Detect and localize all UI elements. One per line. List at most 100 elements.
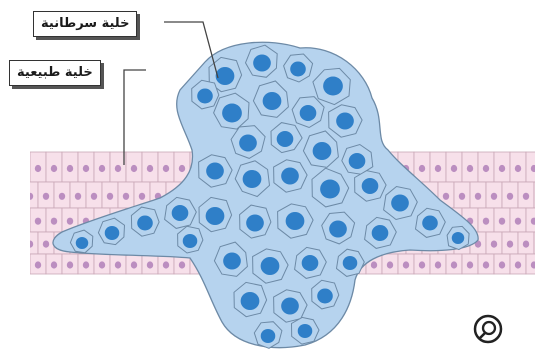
normal-cell-nucleus xyxy=(99,261,105,268)
normal-cell-leader-line xyxy=(124,70,146,165)
cancer-cell-nucleus xyxy=(197,89,213,104)
normal-cell-nucleus xyxy=(435,261,441,268)
cancer-cell-nucleus xyxy=(263,92,282,110)
cancer-cell-nucleus xyxy=(320,180,340,199)
normal-cell-nucleus xyxy=(147,165,153,172)
cancer-cell-nucleus xyxy=(336,113,354,130)
normal-cell-nucleus xyxy=(51,261,57,268)
normal-cell-nucleus xyxy=(139,193,145,200)
normal-cell-nucleus xyxy=(387,261,393,268)
cancer-cell-nucleus xyxy=(246,215,264,232)
normal-cell-nucleus xyxy=(147,261,153,268)
normal-cell-nucleus xyxy=(475,193,481,200)
normal-cell-nucleus xyxy=(51,218,57,225)
cancer-cell-nucleus xyxy=(241,292,260,310)
cancer-cell-nucleus xyxy=(302,255,319,271)
normal-cell-nucleus xyxy=(115,165,121,172)
cancer-cell-nucleus xyxy=(206,163,224,180)
normal-cell-nucleus xyxy=(451,165,457,172)
normal-cell-nucleus xyxy=(499,165,505,172)
normal-cell-nucleus xyxy=(515,261,521,268)
normal-cell-nucleus xyxy=(419,261,425,268)
cancer-cell-nucleus xyxy=(76,237,88,249)
cancer-cell-nucleus xyxy=(372,225,389,241)
normal-cell-nucleus xyxy=(403,261,409,268)
cancer-cell-nucleus xyxy=(183,234,198,248)
normal-cell-nucleus xyxy=(491,241,497,248)
normal-cell-nucleus xyxy=(107,193,113,200)
normal-cell-nucleus xyxy=(435,165,441,172)
normal-cell-nucleus xyxy=(67,261,73,268)
normal-cell-nucleus xyxy=(51,165,57,172)
cancer-cell-nucleus xyxy=(261,329,276,343)
cancer-cell-nucleus xyxy=(222,104,242,123)
cancer-cell-nucleus xyxy=(422,216,438,231)
normal-cell-nucleus xyxy=(43,241,49,248)
cancer-cell-nucleus xyxy=(261,257,280,275)
cancer-cell-label: خلية سرطانية xyxy=(33,11,137,37)
normal-cell-nucleus xyxy=(75,193,81,200)
normal-cell-nucleus xyxy=(27,193,33,200)
normal-cell-nucleus xyxy=(451,261,457,268)
normal-cell-nucleus xyxy=(83,261,89,268)
normal-cell-nucleus xyxy=(27,241,33,248)
magnifier-icon xyxy=(475,316,501,342)
cancer-cell-nucleus xyxy=(239,135,257,152)
normal-cell-nucleus xyxy=(499,218,505,225)
normal-cell-nucleus xyxy=(43,193,49,200)
normal-cell-nucleus xyxy=(163,165,169,172)
normal-cell-nucleus xyxy=(99,165,105,172)
normal-cell-nucleus xyxy=(163,261,169,268)
normal-cell-nucleus xyxy=(67,165,73,172)
normal-cell-nucleus xyxy=(467,165,473,172)
cancer-cell-nucleus xyxy=(105,226,120,240)
cancer-cell-nucleus xyxy=(349,153,366,169)
normal-cell-nucleus xyxy=(523,241,529,248)
normal-cell-nucleus xyxy=(179,261,185,268)
normal-cell-label: خلية طبيعية xyxy=(9,60,101,86)
normal-cell-nucleus xyxy=(131,165,137,172)
cancer-cell-nucleus xyxy=(137,216,153,231)
normal-cell-nucleus xyxy=(483,261,489,268)
normal-cell-nucleus xyxy=(443,193,449,200)
cancer-cell-nucleus xyxy=(253,55,271,72)
normal-cell-nucleus xyxy=(523,193,529,200)
cancer-cell-nucleus xyxy=(329,221,347,238)
normal-cell-nucleus xyxy=(419,165,425,172)
normal-cell-nucleus xyxy=(91,193,97,200)
cancer-cell-nucleus xyxy=(452,232,464,244)
cancer-cell-nucleus xyxy=(343,256,358,270)
cancer-cell-nucleus xyxy=(281,298,299,315)
cancer-cell-nucleus xyxy=(290,62,306,77)
normal-cell-nucleus xyxy=(35,165,41,172)
normal-cell-nucleus xyxy=(483,165,489,172)
cancer-cell-nucleus xyxy=(216,67,235,85)
cancer-cell-nucleus xyxy=(362,178,379,194)
cancer-cell-nucleus xyxy=(172,205,189,221)
normal-cell-nucleus xyxy=(123,193,129,200)
cancer-cell-nucleus xyxy=(223,253,241,270)
cancer-cell-nucleus xyxy=(317,289,333,304)
normal-cell-nucleus xyxy=(179,165,185,172)
normal-cell-nucleus xyxy=(459,193,465,200)
normal-cell-nucleus xyxy=(483,218,489,225)
cancer-cell-nucleus xyxy=(298,324,313,338)
normal-cell-nucleus xyxy=(467,261,473,268)
normal-cell-nucleus xyxy=(131,261,137,268)
cancer-cell-nucleus xyxy=(286,212,305,230)
cancer-cell-nucleus xyxy=(206,207,225,225)
normal-cell-nucleus xyxy=(507,241,513,248)
cancer-cell-nucleus xyxy=(323,77,343,96)
normal-cell-nucleus xyxy=(59,193,65,200)
normal-cell-nucleus xyxy=(371,261,377,268)
normal-cell-nucleus xyxy=(507,193,513,200)
cancer-cell-nucleus xyxy=(277,131,294,147)
normal-cell-nucleus xyxy=(83,165,89,172)
normal-cell-nucleus xyxy=(35,261,41,268)
normal-cell-nucleus xyxy=(115,261,121,268)
normal-cell-nucleus xyxy=(67,218,73,225)
normal-cell-nucleus xyxy=(515,218,521,225)
normal-cell-nucleus xyxy=(35,218,41,225)
normal-cell-nucleus xyxy=(491,193,497,200)
